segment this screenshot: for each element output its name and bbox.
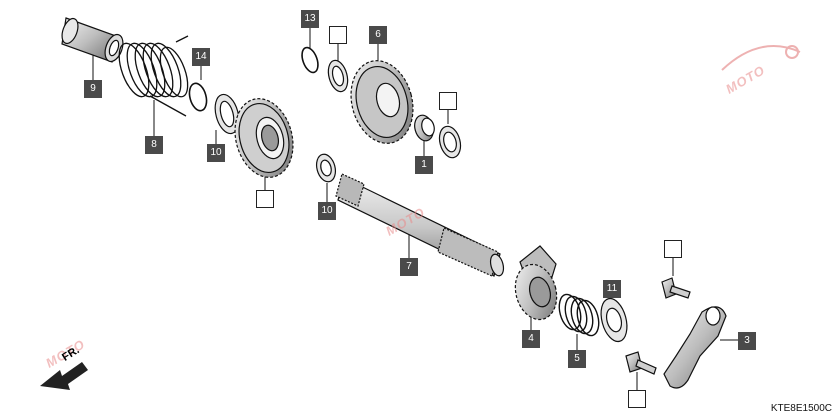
callout-13: 13 [301,10,319,28]
callout-14: 14 [192,48,210,66]
callout-8: 8 [145,136,163,154]
watermark-logo-icon [721,45,801,71]
callout-10a: 10 [207,144,225,162]
washer-upper [327,59,349,93]
circlip-part-14 [188,82,208,112]
circlip-part-13 [301,46,319,74]
drive-gear-left [234,98,294,178]
flange-bolt-upper [661,277,691,299]
callout-6: 6 [369,26,387,44]
callout-7: 7 [400,258,418,276]
thrust-washer-part-10-upper [214,93,240,135]
collar-part-9 [61,17,124,63]
thrust-washer-part-10-lower [315,153,337,183]
callout-blank-collar [439,92,457,110]
callout-1: 1 [415,156,433,174]
kick-starter-arm-part-3 [663,306,727,389]
callout-9: 9 [84,80,102,98]
washer-part-11 [600,297,628,343]
kick-starter-spindle-part-7 [335,173,505,277]
callout-10b: 10 [318,202,336,220]
callout-5: 5 [568,350,586,368]
washer-right [438,125,462,159]
callout-4: 4 [522,330,540,348]
callout-blank-gear [256,190,274,208]
callout-11: 11 [603,280,621,298]
diagram-code: KTE8E1500C [770,403,832,414]
kick-spring-part-8 [118,35,189,117]
callout-blank-bolt-bottom [628,390,646,408]
ratchet-part-4 [514,245,558,321]
kick-idle-gear-part-6 [350,60,414,144]
collar-part-1 [414,114,435,142]
front-direction-arrow-icon [40,362,88,390]
flange-bolt-lower [625,351,657,375]
callout-blank-washer [329,26,347,44]
ratchet-spring-part-5 [558,293,600,337]
callout-blank-bolt-top [664,240,682,258]
callout-3: 3 [738,332,756,350]
